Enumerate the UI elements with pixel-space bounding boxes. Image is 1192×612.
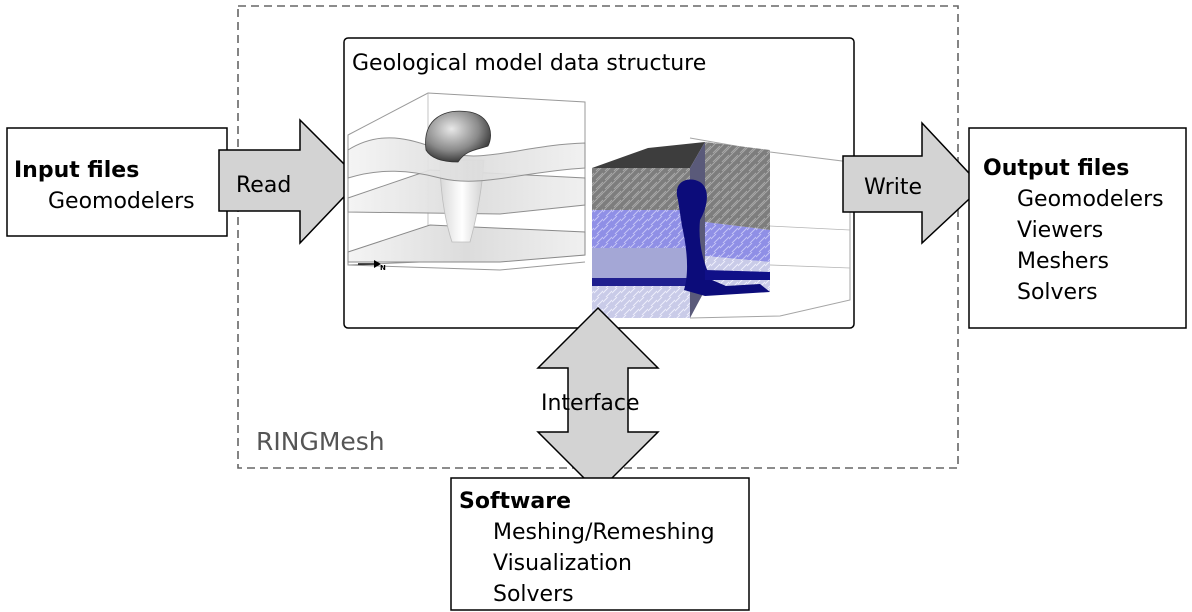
- output-files-title: Output files: [983, 156, 1129, 181]
- software-item: Solvers: [493, 582, 574, 607]
- output-files-item: Viewers: [1017, 218, 1103, 243]
- output-files-item: Solvers: [1017, 280, 1098, 305]
- software-item: Meshing/Remeshing: [493, 520, 715, 545]
- output-files-item: Meshers: [1017, 249, 1109, 274]
- read-arrow-label: Read: [236, 173, 291, 198]
- volume-mesh-image: [592, 137, 851, 319]
- geological-model-title: Geological model data structure: [352, 51, 706, 76]
- read-arrow: [218, 118, 362, 245]
- software-box: [450, 477, 750, 611]
- software-item: Visualization: [493, 551, 632, 576]
- interface-arrow-label: Interface: [541, 391, 640, 416]
- input-files-title: Input files: [14, 158, 139, 183]
- software-title: Software: [459, 489, 571, 514]
- write-arrow-label: Write: [864, 175, 922, 200]
- compass-north-label: N: [380, 264, 386, 272]
- input-files-box: [6, 127, 228, 237]
- output-files-box: [968, 127, 1187, 329]
- ringmesh-label: RINGMesh: [256, 427, 385, 456]
- surface-model-image: [347, 92, 586, 271]
- input-files-item: Geomodelers: [48, 189, 195, 214]
- output-files-item: Geomodelers: [1017, 187, 1164, 212]
- write-arrow: [842, 121, 984, 245]
